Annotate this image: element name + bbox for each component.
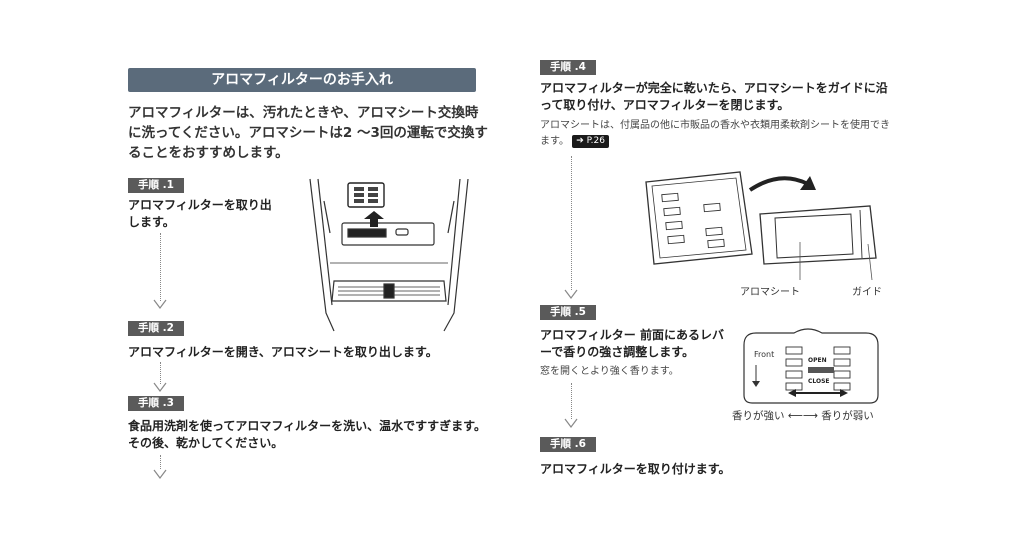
intro-text: アロマフィルターは、汚れたときや、アロマシート交換時に洗ってください。アロマシー… [128, 105, 488, 161]
down-arrow-icon [153, 469, 167, 479]
strength-scale: 香りが強い ⟵⟶ 香りが弱い [732, 408, 874, 423]
section-banner: アロマフィルターのお手入れ [128, 68, 476, 92]
step-5-note: 窓を開くとより強く香ります。 [540, 366, 679, 377]
label-close: CLOSE [808, 378, 830, 385]
step-2-text: アロマフィルターを開き、アロマシートを取り出します。 [128, 345, 438, 359]
page-reference-link[interactable]: ➔ P.26 [572, 134, 609, 148]
console-illustration [309, 178, 469, 332]
step-3-label: 手順 .3 [128, 396, 184, 411]
dotted-connector [160, 233, 161, 301]
step-5-text: アロマフィルター 前面にあるレバーで香りの強さ調整します。 [540, 328, 724, 359]
label-strong: 香りが強い [732, 410, 785, 422]
step-1-text: アロマフィルターを取り出します。 [128, 198, 272, 229]
label-open: OPEN [808, 357, 827, 364]
label-aroma-sheet: アロマシート [740, 287, 800, 298]
step-1-label: 手順 .1 [128, 178, 184, 193]
label-front: Front [754, 350, 775, 359]
down-arrow-icon [153, 382, 167, 392]
dotted-connector [571, 383, 572, 419]
dotted-connector [571, 156, 572, 290]
label-guide: ガイド [852, 287, 882, 298]
double-arrow-icon: ⟵⟶ [787, 410, 818, 422]
open-filter-illustration [645, 171, 877, 281]
filter-front-illustration [743, 328, 879, 404]
dotted-connector [160, 362, 161, 384]
label-weak: 香りが弱い [821, 410, 874, 422]
down-arrow-icon [564, 418, 578, 428]
step-4-note: アロマシートは、付属品の他に市販品の香水や衣類用柔軟剤シートを使用できます。 ➔… [540, 120, 890, 148]
down-arrow-icon [153, 299, 167, 309]
step-5-label: 手順 .5 [540, 305, 596, 320]
down-arrow-icon [564, 289, 578, 299]
step-6-label: 手順 .6 [540, 437, 596, 452]
step-3-text: 食品用洗剤を使ってアロマフィルターを洗い、温水ですすぎます。その後、乾かしてくだ… [128, 419, 486, 450]
step-4-text: アロマフィルターが完全に乾いたら、アロマシートをガイドに沿って取り付け、アロマフ… [540, 81, 888, 112]
step-6-text: アロマフィルターを取り付けます。 [540, 462, 731, 476]
step-4-label: 手順 .4 [540, 60, 596, 75]
dotted-connector [160, 455, 161, 469]
step-2-label: 手順 .2 [128, 321, 184, 336]
